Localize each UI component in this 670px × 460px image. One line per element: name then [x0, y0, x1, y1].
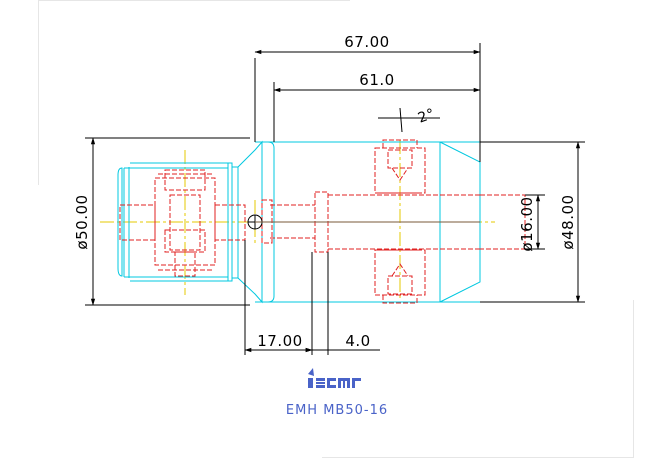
dim-shank-diameter: ø50.00	[73, 194, 91, 249]
sheet-border-bottom	[322, 457, 634, 458]
sheet-border-right	[633, 300, 634, 458]
sheet-border-top	[38, 0, 350, 1]
dim-flange-offset: 17.00	[257, 332, 302, 350]
dimension-lines	[85, 43, 585, 355]
iscar-logo	[308, 368, 361, 388]
dim-step-length: 4.0	[345, 332, 370, 350]
dim-bore-diameter: ø16.00	[518, 196, 536, 251]
model-label: EMH MB50-16	[286, 403, 388, 418]
sheet-border-left	[38, 0, 39, 185]
dim-taper-angle: 2°	[416, 106, 437, 127]
dim-body-length: 61.0	[359, 71, 394, 89]
dim-body-diameter: ø48.00	[559, 194, 577, 249]
dim-overall-length: 67.00	[344, 33, 389, 51]
center-lines	[100, 140, 495, 300]
